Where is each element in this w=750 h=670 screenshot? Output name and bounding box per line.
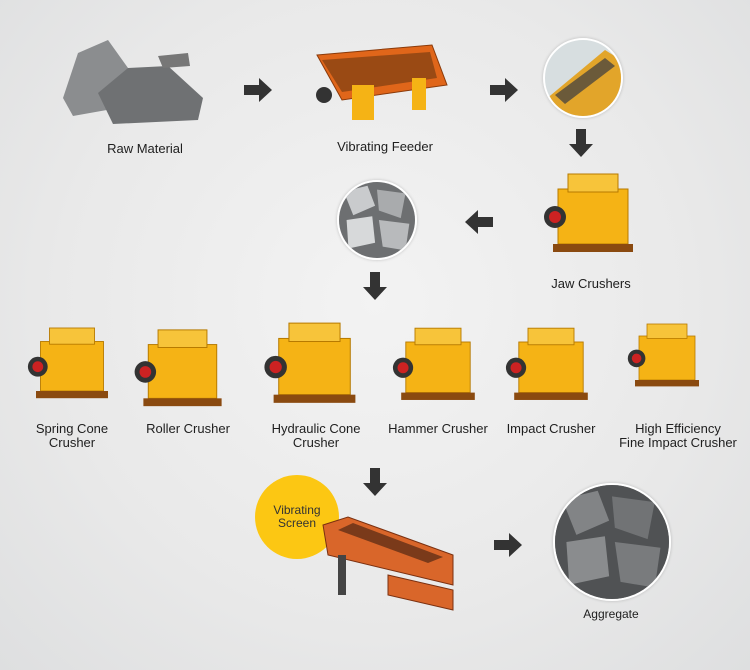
impact-crusher-image xyxy=(505,320,597,410)
arrow-right-icon xyxy=(492,529,524,561)
arrow-right-icon xyxy=(242,74,274,106)
hydraulic-cone-crusher-image xyxy=(262,318,367,410)
roller-crusher-image xyxy=(125,325,240,413)
arrow-down-icon xyxy=(359,466,391,498)
crusher-label-hammer: Hammer Crusher xyxy=(388,421,488,436)
spring-cone-crusher-image xyxy=(27,318,117,410)
arrow-left-icon xyxy=(463,206,495,238)
crushed-stone-image xyxy=(337,180,417,260)
aggregate-image xyxy=(553,483,671,601)
jaw-crusher-image xyxy=(543,160,643,268)
vibrating-feeder-label: Vibrating Feeder xyxy=(337,139,433,154)
crusher-label-impact: Impact Crusher xyxy=(506,421,596,436)
fine-impact-crusher-image xyxy=(612,320,722,392)
feeder-closeup-image xyxy=(543,38,623,118)
crusher-label-roller: Roller Crusher xyxy=(146,421,230,436)
vibrating-screen-image xyxy=(322,516,454,611)
arrow-right-icon xyxy=(488,74,520,106)
hammer-crusher-image xyxy=(392,320,484,410)
aggregate-label: Aggregate xyxy=(583,607,639,621)
raw-material-label: Raw Material xyxy=(107,141,183,156)
vibrating-feeder-image xyxy=(316,44,448,120)
jaw-crushers-label: Jaw Crushers xyxy=(551,276,631,291)
raw-material-image xyxy=(63,40,203,124)
arrow-down-icon xyxy=(359,270,391,302)
arrow-down-icon xyxy=(565,127,597,159)
